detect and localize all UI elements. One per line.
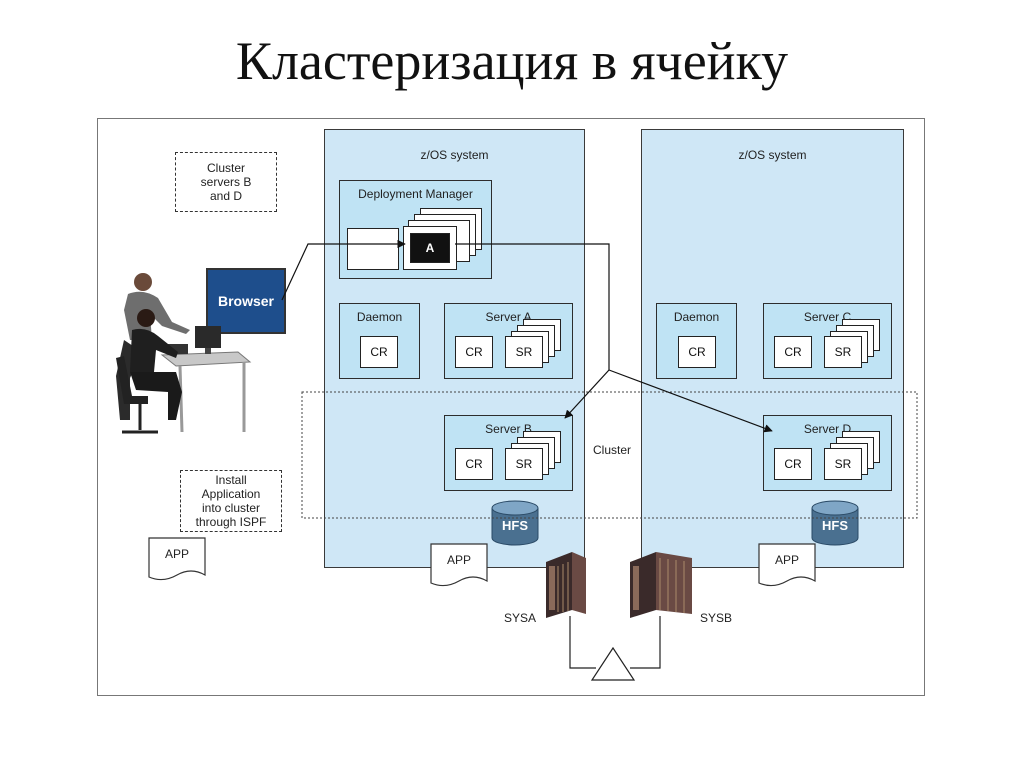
app-doc-left: APP: [430, 543, 488, 589]
app-doc-outside: APP: [148, 537, 206, 583]
install-note: Install Application into cluster through…: [180, 470, 282, 532]
cluster-note-line-2: servers B: [200, 175, 252, 189]
server-a-sr: SR: [505, 336, 543, 368]
hfs-left: HFS: [490, 500, 540, 546]
server-b-cr: CR: [455, 448, 493, 480]
daemon-right-label: Daemon: [673, 310, 720, 324]
dm-app-a: A: [410, 233, 450, 263]
daemon-right-cr: CR: [678, 336, 716, 368]
server-a-cr: CR: [455, 336, 493, 368]
install-note-line-1: Install: [215, 473, 247, 487]
dm-empty-box: [347, 228, 399, 270]
app-doc-outside-label: APP: [164, 547, 189, 561]
app-doc-right-shape: [758, 543, 816, 587]
app-doc-right-label: APP: [774, 553, 799, 567]
hfs-right: HFS: [810, 500, 860, 546]
app-doc-left-label: APP: [446, 553, 471, 567]
server-c-cr: CR: [774, 336, 812, 368]
server-b-sr: SR: [505, 448, 543, 480]
zos-system-right-title: z/OS system: [738, 148, 807, 162]
hfs-right-label: HFS: [822, 518, 848, 533]
hfs-left-label: HFS: [502, 518, 528, 533]
cluster-note-line-3: and D: [209, 189, 243, 203]
daemon-left-cr: CR: [360, 336, 398, 368]
server-c-label: Server C: [803, 310, 852, 324]
install-note-line-3: into cluster: [201, 501, 261, 515]
sysb-label: SYSB: [700, 611, 733, 625]
app-doc-outside-shape: [148, 537, 206, 581]
browser-window: Browser: [206, 268, 286, 334]
page-title: Кластеризация в ячейку: [235, 31, 789, 91]
deployment-manager-label: Deployment Manager: [358, 187, 473, 201]
server-c-sr: SR: [824, 336, 862, 368]
cluster-label: Cluster: [593, 443, 632, 457]
install-note-line-2: Application: [201, 487, 261, 501]
cf-label: CF: [605, 661, 621, 675]
zos-system-left-title: z/OS system: [420, 148, 489, 162]
app-doc-left-shape: [430, 543, 488, 587]
server-d-cr: CR: [774, 448, 812, 480]
cluster-note: Cluster servers B and D: [175, 152, 277, 212]
cluster-note-line-1: Cluster: [206, 161, 245, 175]
app-doc-right: APP: [758, 543, 816, 589]
daemon-left-label: Daemon: [356, 310, 403, 324]
install-note-line-4: through ISPF: [195, 515, 267, 529]
sysa-label: SYSA: [504, 611, 537, 625]
server-d-sr: SR: [824, 448, 862, 480]
